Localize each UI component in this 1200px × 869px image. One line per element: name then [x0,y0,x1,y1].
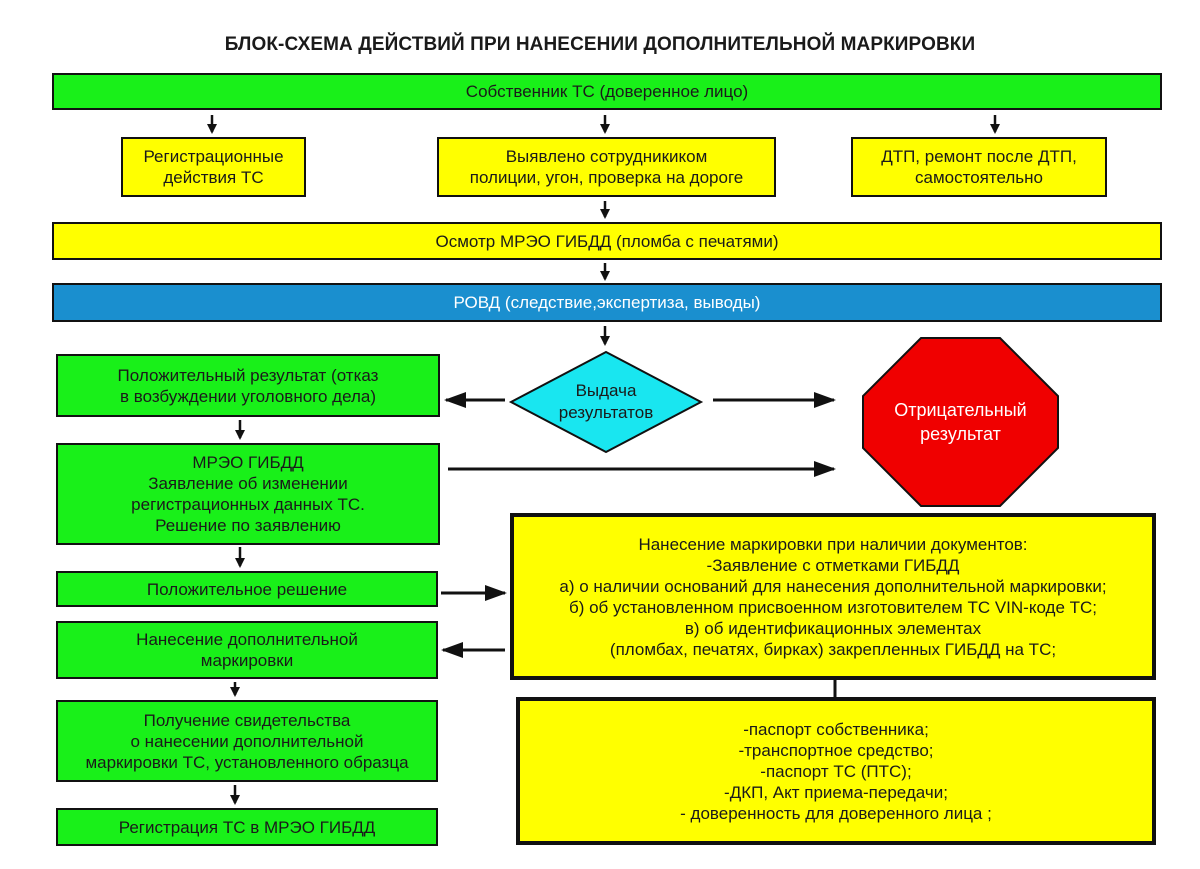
documents-list-line-4: -ДКП, Акт приема-передачи; [724,782,948,802]
police-detection-box: Выявлено сотрудникиком полиции, угон, пр… [437,137,776,197]
registration-actions-box: Регистрационные действия ТС [121,137,306,197]
positive-result-box: Положительный результат (отказ в возбужд… [56,354,440,417]
decision-diamond-line-2: результатов [558,403,654,422]
accident-repair-line-2: самостоятельно [915,168,1043,187]
registration-final-label: Регистрация ТС в МРЭО ГИБДД [118,817,376,837]
certificate-line-2: о нанесении дополнительной [130,731,364,751]
decision-diamond: Выдача результатов [511,352,701,452]
police-detection-line-1: Выявлено сотрудникиком [505,147,708,166]
decision-diamond-shape [508,350,704,454]
owner-label: Собственник ТС (доверенное лицо) [465,82,749,101]
positive-decision-box: Положительное решение [56,571,438,607]
police-detection-line-2: полиции, угон, проверка на дороге [469,168,744,187]
marking-conditions-line-1: Нанесение маркировки при наличии докумен… [638,534,1028,554]
documents-list-line-3: -паспорт ТС (ПТС); [760,761,912,781]
documents-list-line-5: - доверенность для доверенного лица ; [680,803,992,823]
marking-conditions-line-2: -Заявление с отметками ГИБДД [706,555,960,575]
registration-final-box: Регистрация ТС в МРЭО ГИБДД [56,808,438,846]
positive-decision-label: Положительное решение [146,579,348,599]
registration-actions-line-2: действия ТС [163,168,264,187]
accident-repair-line-1: ДТП, ремонт после ДТП, [881,147,1077,166]
mreo-application-box: МРЭО ГИБДД Заявление об изменении регист… [56,443,440,545]
stop-octagon-shape [862,337,1059,507]
negative-result: Отрицательный результат [863,338,1058,506]
rovd-box: РОВД (следствие,экспертиза, выводы) [52,283,1162,322]
positive-result-line-2: в возбуждении уголовного дела) [119,386,377,406]
documents-list-line-1: -паспорт собственника; [743,719,929,739]
marking-conditions-line-3: а) о наличии оснований для нанесения доп… [559,576,1107,596]
certificate-line-3: маркировки ТС, установленного образца [85,752,409,772]
mreo-application-line-4: Решение по заявлению [155,516,341,535]
certificate-box: Получение свидетельства о нанесении допо… [56,700,438,782]
certificate-line-1: Получение свидетельства [143,710,351,730]
marking-conditions-line-5: в) об идентификационных элементах [684,618,982,638]
apply-marking-line-1: Нанесение дополнительной [136,630,358,649]
decision-diamond-line-1: Выдача [575,381,637,400]
owner-box: Собственник ТС (доверенное лицо) [52,73,1162,110]
marking-conditions-line-6: (пломбах, печатях, бирках) закрепленных … [609,639,1057,659]
apply-marking-line-2: маркировки [200,651,294,670]
documents-list-line-2: -транспортное средство; [738,740,934,760]
apply-marking-box: Нанесение дополнительной маркировки [56,621,438,679]
diagram-title: БЛОК-СХЕМА ДЕЙСТВИЙ ПРИ НАНЕСЕНИИ ДОПОЛН… [224,34,976,55]
mreo-application-line-3: регистрационных данных ТС. [131,495,365,514]
negative-result-line-1: Отрицательный [894,400,1027,420]
positive-result-line-1: Положительный результат (отказ [117,365,379,385]
rovd-label: РОВД (следствие,экспертиза, выводы) [453,293,761,312]
marking-conditions-box: Нанесение маркировки при наличии докумен… [510,513,1156,680]
documents-list-box: -паспорт собственника; -транспортное сре… [516,697,1156,845]
accident-repair-box: ДТП, ремонт после ДТП, самостоятельно [851,137,1107,197]
marking-conditions-line-4: б) об установленном присвоенном изготови… [568,597,1098,617]
inspection-box: Осмотр МРЭО ГИБДД (пломба с печатями) [52,222,1162,260]
negative-result-line-2: результат [920,424,1001,444]
mreo-application-line-2: Заявление об изменении [148,474,348,493]
mreo-application-line-1: МРЭО ГИБДД [192,453,304,472]
registration-actions-line-1: Регистрационные [143,147,284,166]
inspection-label: Осмотр МРЭО ГИБДД (пломба с печатями) [435,231,779,251]
